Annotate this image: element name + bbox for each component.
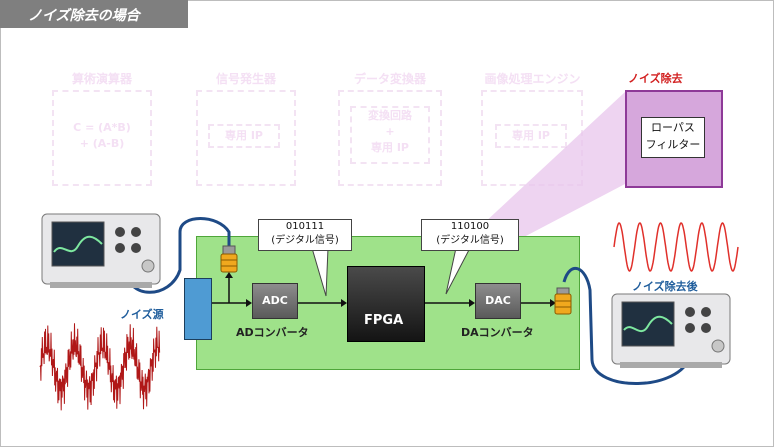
noise-source-label: ノイズ源 xyxy=(120,308,164,321)
block-data-converter-inner: 変換回路 + 専用 IP xyxy=(350,106,430,164)
noise-removal-title: ノイズ除去 xyxy=(628,72,683,85)
output-scope-screen xyxy=(621,301,675,347)
block-label-data-converter: データ変換器 xyxy=(353,72,426,86)
callout-output-digital: 110100 (デジタル信号) xyxy=(421,219,519,251)
callout-input-digital: 010111 (デジタル信号) xyxy=(258,219,352,251)
dac-chip: DAC xyxy=(475,283,521,319)
block-data-converter-line3: 専用 IP xyxy=(371,141,409,154)
fpga-chip: FPGA xyxy=(347,266,425,342)
noisy-waveform-path xyxy=(39,323,161,411)
arrow-fpga-dac-head xyxy=(469,299,475,307)
input-scope-screen xyxy=(51,221,105,267)
title-tab: ノイズ除去の場合 xyxy=(0,0,188,28)
input-scope-trace xyxy=(53,235,103,253)
callout-input-desc: (デジタル信号) xyxy=(271,235,339,246)
output-scope-knob2 xyxy=(701,307,711,317)
block-image-engine-ip: 専用 IP xyxy=(495,124,567,148)
arrow-adc-fpga-head xyxy=(341,299,347,307)
dac-chip-label: DAC xyxy=(485,294,511,307)
lowpass-filter-line2: フィルター xyxy=(645,138,701,151)
input-scope-knob3 xyxy=(115,243,125,253)
output-scope-knob1 xyxy=(685,307,695,317)
output-oscilloscope xyxy=(611,293,731,368)
input-scope-knob1 xyxy=(115,227,125,237)
output-scope-speaker xyxy=(711,339,725,353)
block-label-signal-generator: 信号発生器 xyxy=(215,72,276,86)
block-arithmetic-line2: + (A-B) xyxy=(79,137,125,150)
arrow-to-connector-head xyxy=(225,272,233,278)
adc-chip-label: ADC xyxy=(262,294,288,307)
fpga-chip-label: FPGA xyxy=(364,313,404,328)
input-scope-knob2 xyxy=(131,227,141,237)
block-data-converter-line2: + xyxy=(385,125,395,138)
input-connector xyxy=(220,253,238,273)
noisy-waveform xyxy=(39,323,161,411)
block-label-image-engine: 画像処理エンジン xyxy=(484,72,581,86)
arrow-source-adc-head xyxy=(246,299,252,307)
block-data-converter xyxy=(338,90,442,186)
output-cable xyxy=(562,266,692,385)
lowpass-filter-box: ローパス フィルター xyxy=(641,117,705,158)
block-signal-generator-ip: 専用 IP xyxy=(208,124,280,148)
block-arithmetic-line1: C = (A*B) xyxy=(73,121,131,134)
output-scope-knob4 xyxy=(701,323,711,333)
clean-waveform xyxy=(613,222,739,272)
output-scope-knob3 xyxy=(685,323,695,333)
dac-converter-label: DAコンバータ xyxy=(461,326,534,339)
block-label-arithmetic: 算術演算器 xyxy=(71,72,132,86)
input-oscilloscope xyxy=(41,213,161,288)
input-scope-knob4 xyxy=(131,243,141,253)
adc-converter-label: ADコンバータ xyxy=(236,326,309,339)
page-title: ノイズ除去の場合 xyxy=(28,8,140,24)
input-cable xyxy=(124,217,231,294)
input-connector-cap xyxy=(222,245,236,255)
input-scope-speaker xyxy=(141,259,155,273)
noise-source-block xyxy=(184,278,212,340)
output-scope-trace xyxy=(623,315,673,333)
block-signal-generator xyxy=(196,90,296,186)
block-data-converter-line1: 変換回路 xyxy=(368,109,412,122)
after-noise-removal-label: ノイズ除去後 xyxy=(632,280,698,293)
callout-input-bits: 010111 xyxy=(285,221,325,232)
lowpass-filter-line1: ローパス xyxy=(651,121,695,134)
callout-output-pointer xyxy=(445,247,471,295)
callout-output-desc: (デジタル信号) xyxy=(436,235,504,246)
arrow-dac-connector-head xyxy=(550,299,556,307)
output-scope-base xyxy=(620,362,722,368)
callout-input-pointer xyxy=(311,247,329,297)
clean-waveform-path xyxy=(613,222,739,272)
output-connector xyxy=(554,293,572,315)
block-arithmetic xyxy=(52,90,152,186)
callout-output-bits: 110100 xyxy=(450,221,490,232)
input-scope-base xyxy=(50,282,152,288)
adc-chip: ADC xyxy=(252,283,298,319)
